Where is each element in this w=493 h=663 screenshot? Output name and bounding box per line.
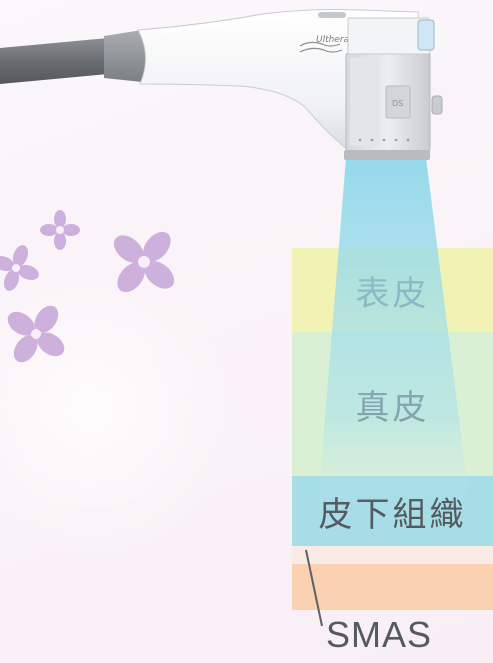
background-glow <box>0 260 240 560</box>
status-window <box>417 19 435 51</box>
side-button <box>431 95 443 115</box>
ulthera-logo: Ulthera <box>299 35 349 53</box>
smas-label: SMAS <box>326 614 433 655</box>
ultrasound-beam <box>318 158 470 505</box>
svg-text:DS: DS <box>392 99 403 108</box>
cable <box>0 38 108 84</box>
layer-gap <box>292 546 493 564</box>
handpiece-sleeve <box>104 30 146 82</box>
svg-text:Ulthera: Ulthera <box>316 35 349 45</box>
indicator-dots <box>358 138 410 142</box>
flower-decoration <box>0 210 175 363</box>
layer-smas <box>292 564 493 610</box>
smas-pointer-line <box>305 549 323 627</box>
